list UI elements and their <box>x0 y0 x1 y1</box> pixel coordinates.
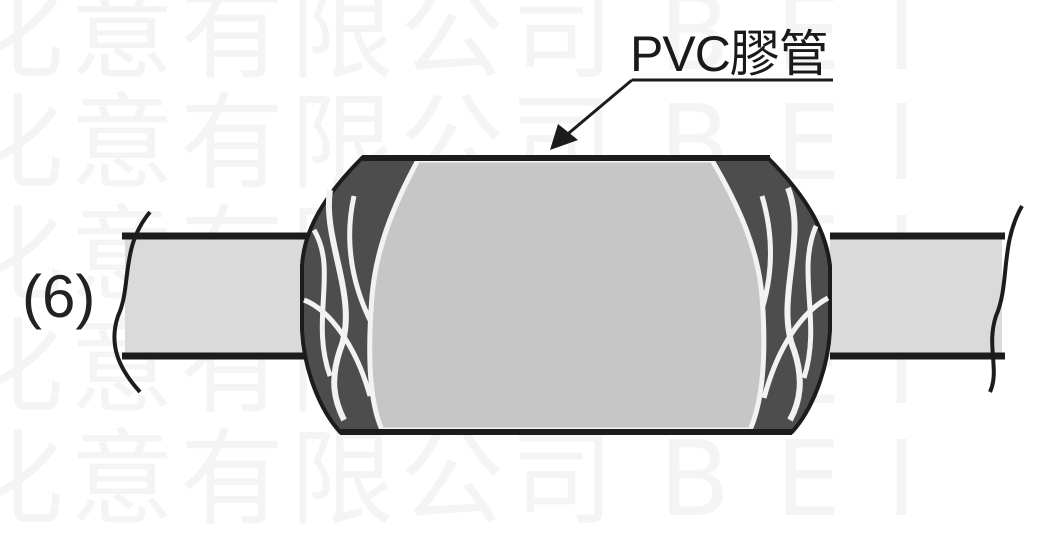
right-cable <box>830 204 1024 393</box>
left-cable-body <box>125 236 307 356</box>
pvc-tube <box>340 155 792 435</box>
right-cable-body <box>830 236 1002 356</box>
right-cable-break-line <box>988 204 1024 393</box>
step-number: (6) <box>22 263 96 330</box>
cable-splice-illustration <box>112 78 1024 435</box>
callout-arrow <box>550 78 833 150</box>
diagram-canvas: 化意有限公司 B E I 化意有限公司 B E I 化意有限公司 B E I 化… <box>0 0 1024 540</box>
callout-leader <box>562 78 633 140</box>
left-cable-break-line <box>112 210 152 394</box>
arrowhead-icon <box>550 124 578 150</box>
pvc-tube-label: PVC膠管 <box>630 26 829 82</box>
left-tape-wrap <box>300 156 422 434</box>
left-cable <box>112 210 307 394</box>
